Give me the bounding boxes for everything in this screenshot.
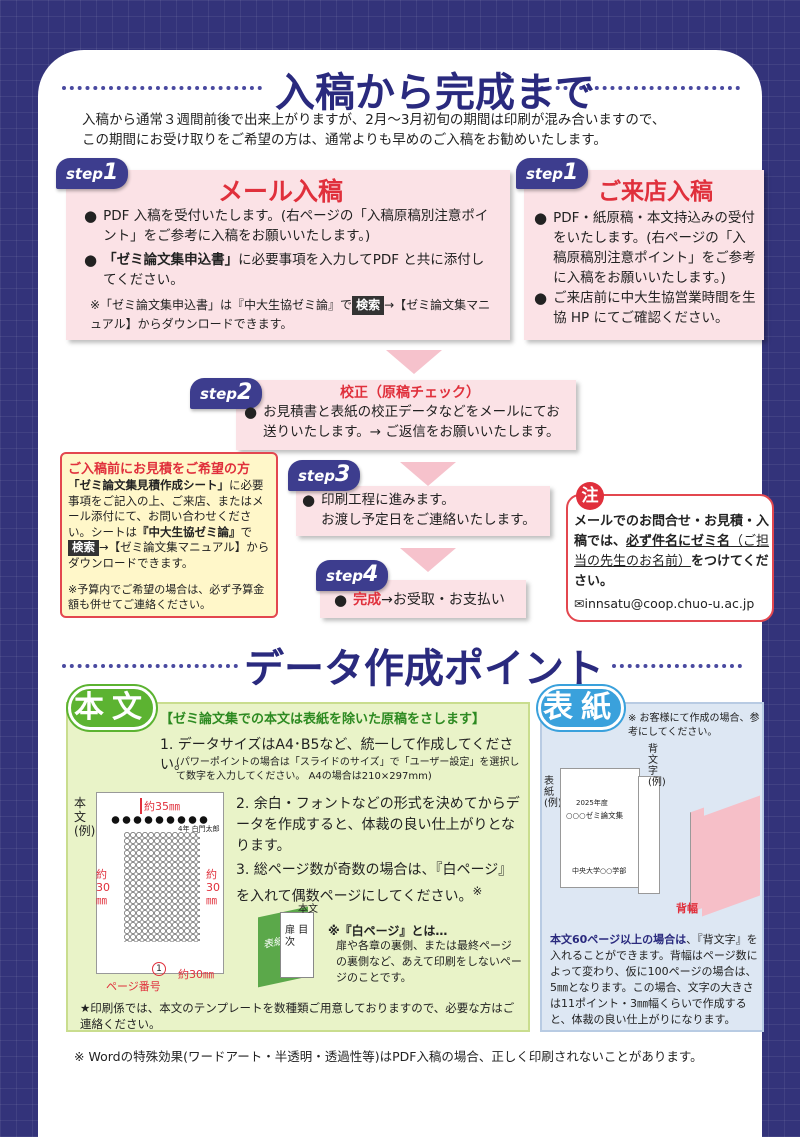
- step2-badge: step2: [190, 378, 263, 409]
- step1-badge-visit: step1: [516, 158, 589, 189]
- mail-note: ※「ゼミ論文集申込書」は『中大生協ゼミ論』で検索→【ゼミ論文集マニュアル】からダ…: [90, 296, 491, 331]
- notice-badge: 注: [576, 482, 604, 510]
- mail-bullet-2: ●「ゼミ論文集申込書」に必要事項を入力してPDF と共に添付してください。: [84, 251, 485, 288]
- book-3d-cover: [702, 795, 760, 917]
- header-text: 4年 白門太郎: [178, 825, 220, 833]
- visit-submission-box: [524, 170, 764, 340]
- dotted-divider: [612, 664, 742, 668]
- estimate-title: ご入稿前にお見積をご希望の方: [68, 462, 251, 477]
- step3-badge: step3: [288, 460, 361, 491]
- step4-bullet: ●完成→お受取・お支払い: [334, 591, 505, 609]
- dotted-divider: [540, 86, 740, 90]
- template-note: ★印刷係では、本文のテンプレートを数種類ご用意しておりますので、必要な方はご連絡…: [80, 1001, 515, 1031]
- estimate-text: 「ゼミ論文集見積作成シート」に必要事項をご記入の上、ご来店、またはメール添付にて…: [68, 478, 270, 570]
- estimate-note: ※予算内でご希望の場合は、必ず予算金額も併せてご連絡ください。: [68, 583, 265, 611]
- body-point-1-note: (パワーポイントの場合は「スライドのサイズ」で「ユーザー設定」を選択して数字を入…: [176, 757, 520, 782]
- visit-bullet-2: ●ご来店前に中大生協営業時間を生協 HP にてご確認ください。: [534, 289, 756, 326]
- sample-label: 本文(例): [74, 796, 96, 838]
- margin-bottom-label: 約30㎜: [178, 968, 214, 981]
- step2-bullet: ●お見積書と表紙の校正データなどをメールにてお送りいたします。→ ご返信をお願い…: [244, 403, 560, 440]
- notice-box: [566, 494, 774, 622]
- cover-info: 本文60ページ以上の場合は、『背文字』を入れることができます。背幅はページ数によ…: [550, 933, 758, 1026]
- cover-school: 中央大学○○学部: [572, 867, 627, 875]
- book-3d-spine: [690, 807, 704, 913]
- cover-spine-sample: [638, 776, 660, 894]
- dotted-divider: [62, 86, 262, 90]
- mail-title: メール入稿: [218, 177, 344, 206]
- estimate-box: [60, 452, 278, 618]
- visit-bullet-1: ●PDF・紙原稿・本文持込みの受付をいたします。(右ページの「入稿原稿別注意ポイ…: [534, 209, 756, 286]
- margin-left-label: 約30㎜: [96, 868, 110, 907]
- notice-text: メールでのお問合せ・お見積・入稿では、必ず件名にゼミ名（ご担当の先生のお名前）を…: [574, 514, 770, 589]
- body-pill: 本文: [68, 686, 156, 730]
- text-placeholder: [124, 832, 200, 942]
- margin-right-label: 約30㎜: [206, 868, 220, 907]
- flow-arrow: [400, 462, 456, 486]
- white-page-title: ※『白ページ』とは…: [328, 924, 448, 938]
- page-title: 入稿から完成まで: [275, 70, 595, 116]
- mail-icon: ✉: [574, 596, 585, 611]
- mail-bullet-1: ●PDF 入稿を受付いたします。(右ページの「入稿原稿別注意ポイント」をご参考に…: [84, 207, 489, 244]
- step3-box: [296, 486, 550, 536]
- step3-bullet: ●印刷工程に進みます。 お渡し予定日をご連絡いたします。: [302, 491, 536, 528]
- white-page-text: 扉や各章の裏側、または最終ページの裏側など、あえて印刷をしないページのことです。: [336, 939, 522, 984]
- body-point-1: 1. データサイズはA4･B5など、統一して作成してください。: [160, 737, 514, 773]
- book-body-label: 本文: [298, 904, 318, 915]
- cover-front-sample: [560, 768, 640, 888]
- header-dots: [110, 816, 210, 824]
- footer-note: ※ Wordの特殊効果(ワードアート・半透明・透過性等)はPDF入稿の場合、正し…: [74, 1049, 703, 1064]
- mail-submission-box: [66, 170, 510, 340]
- step2-box: [236, 380, 576, 450]
- page-number-label: ページ番号: [106, 980, 161, 993]
- cover-front-label: 表紙(例): [544, 776, 562, 809]
- body-subtitle: 【ゼミ論文集での本文は表紙を除いた原稿をさします】: [160, 712, 486, 727]
- book-pages-illustration: 扉 目次: [280, 912, 314, 978]
- margin-top-label: 約35㎜: [140, 798, 180, 814]
- section2-title: データ作成ポイント: [244, 646, 604, 692]
- step1-badge-mail: step1: [56, 158, 129, 189]
- visit-title: ご来店入稿: [598, 179, 713, 205]
- step2-title: 校正（原稿チェック）: [340, 385, 480, 401]
- step4-badge: step4: [316, 560, 389, 591]
- notice-email[interactable]: ✉innsatu@coop.chuo-u.ac.jp: [574, 596, 755, 611]
- spine-width-label: 背幅: [676, 902, 698, 915]
- cover-title: ○○○ゼミ論文集: [566, 811, 624, 820]
- intro-text: 入稿から通常３週間前後で出来上がりますが、2月～3月初旬の期間は印刷が混み合いま…: [82, 112, 666, 148]
- body-point-3: 3. 総ページ数が奇数の場合は、『白ページ』を入れて偶数ページにしてください。※: [236, 862, 513, 905]
- cover-year: 2025年度: [576, 799, 608, 807]
- dotted-divider: [62, 664, 238, 668]
- page-number-sample: 1: [152, 962, 166, 976]
- cover-pill: 表紙: [538, 686, 624, 730]
- cover-note: ※ お客様にて作成の場合、参考にしてください。: [628, 713, 760, 738]
- body-point-2: 2. 余白・フォントなどの形式を決めてからデータを作成すると、体裁の良い仕上がり…: [236, 796, 520, 854]
- flow-arrow: [386, 350, 442, 374]
- flow-arrow: [400, 548, 456, 572]
- cover-spine-label: 背文字(例): [648, 744, 666, 788]
